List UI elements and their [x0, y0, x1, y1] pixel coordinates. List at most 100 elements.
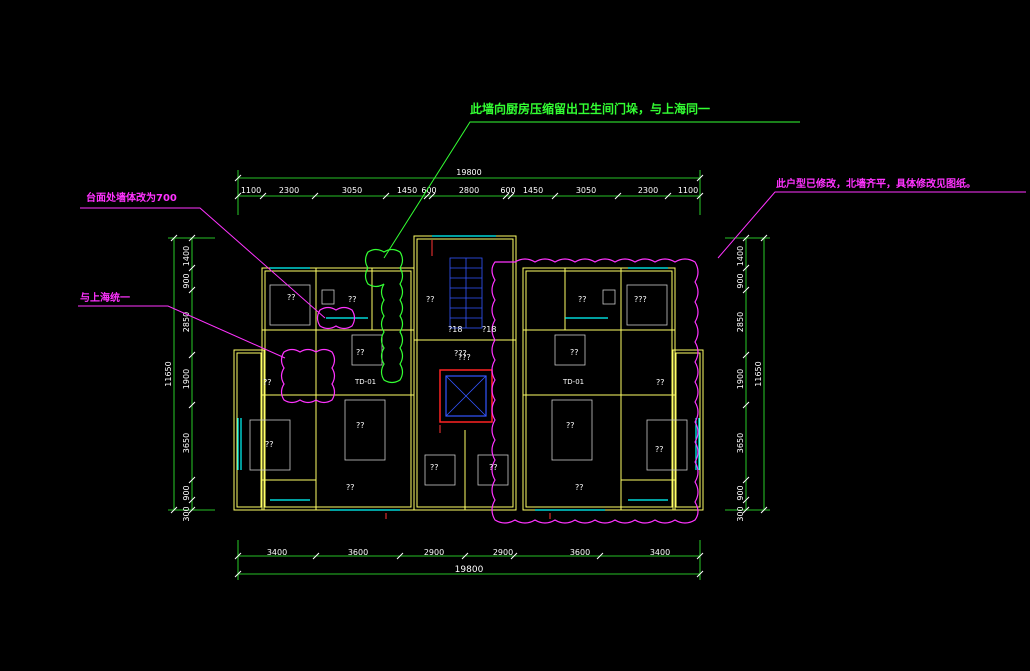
dimension-tick: [696, 552, 704, 560]
dimension-tick: [760, 234, 768, 242]
magenta-annotation-right: 此户型已修改，北墙齐平，具体修改见图纸。: [776, 177, 976, 190]
dimension-tick: [507, 192, 515, 200]
walls: [233, 235, 704, 511]
dimension-tick: [234, 192, 242, 200]
bed-right-top: [626, 284, 668, 326]
top-dim-8: 1450: [523, 186, 543, 195]
top-dim-5: 600: [421, 186, 436, 195]
bottom-dim-2: 3600: [348, 548, 368, 557]
bottom-dim-3: 2900: [424, 548, 444, 557]
bottom-total-dim: 19800: [455, 565, 484, 575]
room-label: ??: [287, 293, 296, 302]
dimension-tick: [742, 234, 750, 242]
left-dim-7: 300: [182, 506, 191, 521]
elevator: [439, 369, 493, 423]
bottom-dim-segments: 3400 3600 2900 2900 3600 3400: [267, 548, 670, 557]
dimension-tick: [423, 192, 431, 200]
bed-left-top: [269, 284, 311, 326]
room-label: ??: [575, 483, 584, 492]
dimension-tick: [234, 174, 242, 182]
dimension-tick: [259, 192, 267, 200]
dimension-tick: [696, 174, 704, 182]
dimension-tick: [742, 351, 750, 359]
sofa-right: [551, 399, 593, 461]
dimension-tick: [742, 496, 750, 504]
room-label: ??: [430, 463, 439, 472]
left-dim-6: 900: [182, 485, 191, 500]
magenta-annotation-left-1: 台面处墙体改为700: [86, 191, 177, 204]
toilet-left: [321, 289, 335, 305]
dimension-tick: [614, 192, 622, 200]
top-dim-11: 1100: [678, 186, 698, 195]
room-label: ??: [263, 378, 272, 387]
room-label: ??: [356, 421, 365, 430]
room-label: ???: [454, 349, 467, 358]
dimension-tick: [312, 552, 320, 560]
room-label: ??: [656, 378, 665, 387]
top-dim-9: 3050: [576, 186, 596, 195]
unit-tag: TD-01: [562, 378, 584, 386]
bottom-dim-6: 3400: [650, 548, 670, 557]
top-dim-3: 3050: [342, 186, 362, 195]
room-label: ??: [346, 483, 355, 492]
dimension-tick: [742, 286, 750, 294]
dimension-tick: [188, 496, 196, 504]
dimension-lines: [168, 170, 770, 580]
magenta-annotation-left-2: 与上海统一: [80, 291, 130, 304]
top-dim-1: 1100: [241, 186, 261, 195]
furniture: [249, 284, 688, 486]
revision-cloud-green: [364, 248, 404, 384]
room-label: ??: [566, 421, 575, 430]
right-dim-5: 3650: [736, 433, 745, 453]
right-dim-2: 900: [736, 273, 745, 288]
right-total-dim: 11650: [754, 361, 763, 386]
right-dim-6: 900: [736, 485, 745, 500]
dining-table-left: [351, 334, 383, 366]
room-label: ??: [356, 348, 365, 357]
dimension-tick: [742, 264, 750, 272]
green-annotation: 此墙向厨房压缩留出卫生间门垛，与上海同一: [470, 101, 710, 116]
dimension-tick: [742, 401, 750, 409]
dimension-tick: [696, 570, 704, 578]
room-label: ??: [570, 348, 579, 357]
doors: [385, 240, 551, 519]
dimension-tick: [502, 192, 510, 200]
dimension-tick: [188, 286, 196, 294]
left-dim-1: 1400: [182, 246, 191, 266]
toilet-right: [602, 289, 616, 305]
left-total-dim: 11650: [164, 361, 173, 386]
bottom-dim-4: 2900: [493, 548, 513, 557]
toilet-core-left: [424, 454, 456, 486]
dimension-tick: [188, 476, 196, 484]
dimension-tick: [311, 192, 319, 200]
top-dim-segments: 1100 2300 3050 1450 600 2800 600 1450 30…: [241, 186, 698, 195]
dimension-tick: [170, 234, 178, 242]
leader-lines: [78, 121, 1026, 359]
room-label: ???: [634, 295, 647, 304]
right-dim-7: 300: [736, 506, 745, 521]
top-dim-10: 2300: [638, 186, 658, 195]
unit-tag: TD-01: [354, 378, 376, 386]
dimension-ticks: [170, 174, 768, 578]
room-labels: ?? ?? ?? ?? ??? ??? ?? ?? ?? ?? ?? ?? ??…: [263, 293, 665, 492]
dimension-tick: [234, 570, 242, 578]
core-label: ???: [458, 353, 471, 362]
dimension-tick: [510, 552, 518, 560]
windows: [237, 235, 700, 511]
bed-left: [249, 419, 291, 471]
left-dim-2: 900: [182, 273, 191, 288]
dimension-tick: [596, 552, 604, 560]
left-dim-5: 3650: [182, 433, 191, 453]
right-dim-1: 1400: [736, 246, 745, 266]
revision-cloud-right: [491, 258, 699, 524]
right-dim-4: 1900: [736, 369, 745, 389]
dimension-tick: [188, 401, 196, 409]
dimension-tick: [188, 351, 196, 359]
top-dim-2: 2300: [279, 186, 299, 195]
top-total-dim: 19800: [456, 168, 481, 177]
dimension-tick: [188, 264, 196, 272]
bottom-dim-5: 3600: [570, 548, 590, 557]
dimension-tick: [664, 192, 672, 200]
left-dim-segments: 1400 900 2850 1900 3650 900 300: [182, 246, 191, 522]
